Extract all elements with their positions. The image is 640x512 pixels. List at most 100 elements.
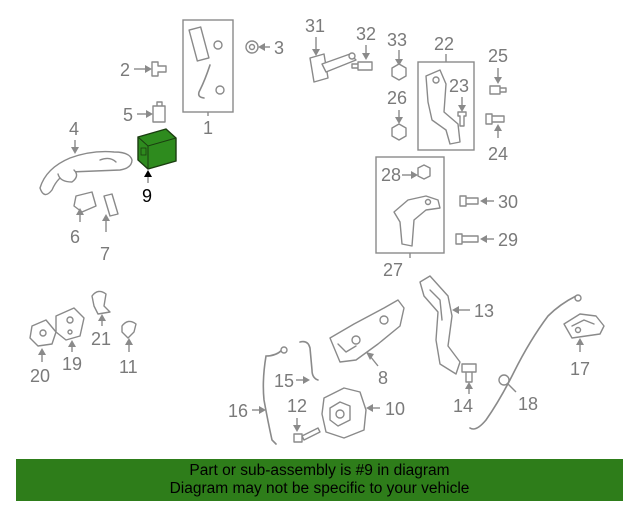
parts-diagram: 1 2 3 5 9 4 <box>29 16 605 445</box>
callout-10: 10 <box>385 399 405 419</box>
callout-27: 27 <box>383 260 403 280</box>
part-12-pin <box>293 427 321 443</box>
callout-30: 30 <box>498 192 518 212</box>
part-16-rod <box>262 349 283 445</box>
part-30-bolt <box>459 195 479 207</box>
part-4-handle <box>39 150 133 196</box>
part-1-bolt-top <box>213 40 223 50</box>
callout-5: 5 <box>123 105 133 125</box>
part-6-cap <box>73 191 97 213</box>
part-7-seal <box>103 193 119 217</box>
part-32-group: 32 <box>351 24 376 71</box>
banner-line-2: Diagram may not be specific to your vehi… <box>169 480 470 497</box>
part-19-group: 19 <box>55 307 85 374</box>
callout-15: 15 <box>274 371 294 391</box>
part-1-bracket <box>188 26 210 62</box>
part-5-clip <box>152 101 166 123</box>
part-22-frame <box>417 61 475 151</box>
part-1-group: 1 <box>182 19 234 138</box>
part-10-group: 10 <box>321 387 405 439</box>
part-9-module[interactable] <box>137 128 177 170</box>
callout-12: 12 <box>287 396 307 416</box>
part-22-bracket <box>425 69 461 145</box>
part-32-bolt <box>351 61 373 71</box>
part-2-group: 2 <box>120 60 167 80</box>
banner-line-1: Part or sub-assembly is #9 in diagram <box>189 462 450 479</box>
part-11-clip <box>121 320 137 339</box>
part-1-bolt-bottom <box>215 85 225 95</box>
callout-13: 13 <box>474 301 494 321</box>
part-14-group: 14 <box>453 363 477 416</box>
callout-19: 19 <box>62 354 82 374</box>
part-19-base <box>55 307 85 341</box>
part-3-group: 3 <box>245 38 284 58</box>
part-24-group: 24 <box>485 113 508 164</box>
callout-18: 18 <box>518 394 538 414</box>
part-5-group: 5 <box>123 101 166 125</box>
part-2-screw <box>151 61 167 77</box>
part-17-handle <box>563 313 605 339</box>
callout-20: 20 <box>30 366 50 386</box>
part-26-nut <box>391 123 407 141</box>
part-25-group: 25 <box>488 46 508 95</box>
callout-29: 29 <box>498 230 518 250</box>
part-26-group: 26 <box>387 88 407 141</box>
part-27-bracket <box>393 195 441 247</box>
callout-7: 7 <box>100 244 110 264</box>
callout-25: 25 <box>488 46 508 66</box>
part-7-group: 7 <box>100 193 119 264</box>
callout-14: 14 <box>453 396 473 416</box>
part-29-bolt <box>455 233 479 245</box>
callout-16: 16 <box>228 401 248 421</box>
info-banner: Part or sub-assembly is #9 in diagram Di… <box>16 459 623 501</box>
part-14-bolt <box>461 363 477 383</box>
part-24-bolt <box>485 113 505 125</box>
part-18-group: 18 <box>469 294 582 430</box>
callout-11: 11 <box>119 357 138 377</box>
callout-23: 23 <box>449 76 469 96</box>
callout-21: 21 <box>91 329 111 349</box>
part-8-group: 8 <box>329 299 405 388</box>
part-21-grommet <box>91 290 111 315</box>
part-33-nut <box>391 63 407 81</box>
callout-22: 22 <box>434 34 454 54</box>
callout-32: 32 <box>356 24 376 44</box>
part-29-group: 29 <box>455 230 518 250</box>
callout-6: 6 <box>70 227 80 247</box>
part-23-bolt <box>457 111 467 127</box>
part-13-channel <box>419 275 461 375</box>
part-18-cable <box>469 295 577 430</box>
part-11-group: 11 <box>119 320 138 377</box>
part-1-rod <box>197 64 211 99</box>
part-9-group: 9 <box>137 128 177 206</box>
callout-1: 1 <box>203 118 213 138</box>
callout-31: 31 <box>305 16 325 36</box>
callout-8: 8 <box>378 368 388 388</box>
part-33-group: 33 <box>387 30 407 81</box>
callout-2: 2 <box>120 60 130 80</box>
part-16-group: 16 <box>228 346 288 445</box>
part-20-group: 20 <box>29 319 57 386</box>
part-17-group: 17 <box>563 313 605 379</box>
part-13-group: 13 <box>419 275 494 375</box>
callout-4: 4 <box>69 119 79 139</box>
part-31-strap <box>309 53 329 83</box>
part-15-group: 15 <box>274 340 319 391</box>
part-21-group: 21 <box>91 290 111 349</box>
part-31-group: 31 <box>305 16 357 83</box>
part-15-rod <box>299 340 319 381</box>
part-27-group: 28 27 <box>375 156 445 280</box>
callout-9: 9 <box>142 186 152 206</box>
callout-26: 26 <box>387 88 407 108</box>
callout-3: 3 <box>274 38 284 58</box>
callout-33: 33 <box>387 30 407 50</box>
callout-28: 28 <box>381 165 401 185</box>
part-4-group: 4 <box>39 119 133 196</box>
part-30-group: 30 <box>459 192 518 212</box>
part-28-bolt <box>417 164 431 180</box>
part-22-group: 22 23 <box>417 34 475 151</box>
callout-17: 17 <box>570 359 590 379</box>
part-12-group: 12 <box>287 396 321 443</box>
callout-24: 24 <box>488 144 508 164</box>
part-6-group: 6 <box>70 191 97 247</box>
